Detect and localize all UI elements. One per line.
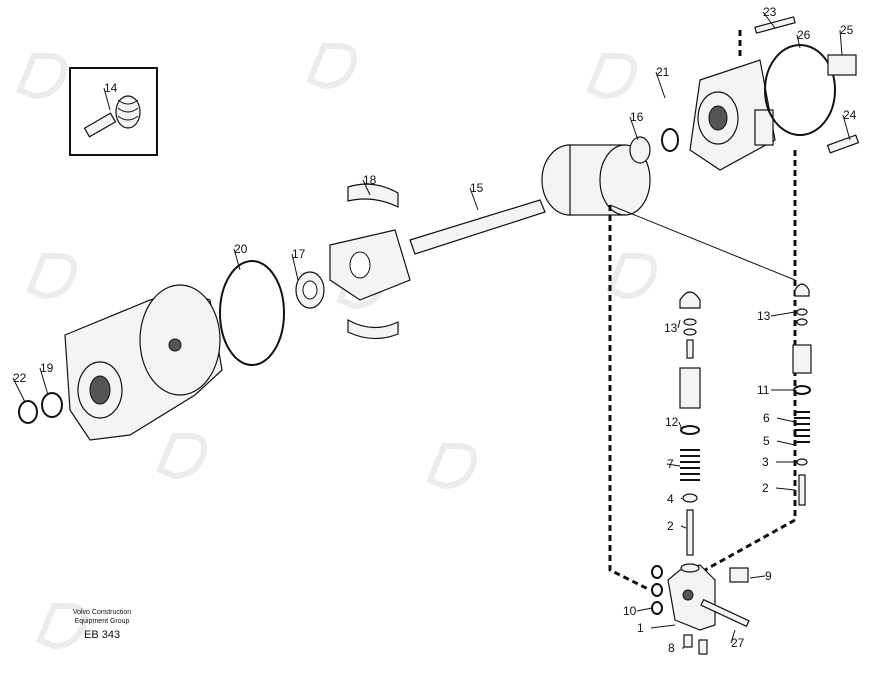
leader-line <box>680 497 683 500</box>
callout-24: 24 <box>843 108 857 122</box>
leader-line <box>291 253 299 281</box>
leader-line <box>677 319 681 329</box>
end-cover <box>689 59 776 171</box>
part-1-valve-block <box>651 563 750 655</box>
watermark-logo <box>26 253 78 300</box>
callout-8: 8 <box>668 641 675 655</box>
watermark-logo <box>16 53 68 100</box>
watermark-logo <box>306 43 358 90</box>
right-valve-stack <box>792 283 812 506</box>
caption-line2: Equipment Group <box>74 618 130 625</box>
leader-line <box>775 487 796 491</box>
part-25-plug <box>827 54 857 76</box>
leader-line <box>680 525 687 529</box>
callout-12: 12 <box>665 415 679 429</box>
callout-19: 19 <box>40 361 54 375</box>
leader-line <box>655 71 666 99</box>
part-15-shaft <box>409 199 546 255</box>
leader-line <box>776 417 796 423</box>
leader-line <box>39 367 49 396</box>
leader-line <box>749 575 766 579</box>
callout-6: 6 <box>763 411 770 425</box>
caption-line1: Volvo Construction <box>72 609 132 616</box>
leader-line <box>796 34 801 49</box>
callout-27: 27 <box>731 636 745 650</box>
callout-7: 7 <box>667 457 674 471</box>
callout-26: 26 <box>797 28 811 42</box>
watermark-logo <box>156 433 208 480</box>
leader-line <box>469 187 479 211</box>
callout-13: 13 <box>757 309 771 323</box>
leader-line <box>233 248 241 271</box>
leader-line <box>678 421 683 431</box>
part-18-bracket <box>329 183 411 340</box>
leader-line <box>12 377 26 403</box>
caption: Volvo Construction Equipment Group <box>62 608 142 626</box>
part-17-bearing <box>295 271 325 309</box>
leader-line <box>839 29 843 56</box>
callout-4: 4 <box>667 492 674 506</box>
callout-17: 17 <box>292 247 306 261</box>
leader-line <box>666 463 681 467</box>
callout-13: 13 <box>664 321 678 335</box>
callout-5: 5 <box>763 434 770 448</box>
leader-line <box>362 179 371 196</box>
callout-25: 25 <box>840 23 854 37</box>
left-seals <box>18 392 63 424</box>
watermark-logo <box>36 603 88 650</box>
part-26-oring <box>764 44 836 136</box>
callout-2: 2 <box>667 519 674 533</box>
callout-21: 21 <box>656 65 670 79</box>
drawing-code: EB 343 <box>84 629 121 641</box>
leader-line <box>842 114 851 141</box>
inset-box <box>69 67 158 156</box>
callout-1: 1 <box>637 621 644 635</box>
watermark-logo <box>606 253 658 300</box>
callout-15: 15 <box>470 181 484 195</box>
part-24-screw <box>826 134 860 154</box>
left-valve-stack <box>679 291 701 556</box>
leader-line <box>762 11 776 29</box>
part-14-valve <box>83 95 141 138</box>
callout-14: 14 <box>104 81 118 95</box>
assembly-line <box>609 204 796 281</box>
leader-line <box>730 629 736 644</box>
callout-22: 22 <box>13 371 27 385</box>
callout-3: 3 <box>762 455 769 469</box>
leader-line <box>770 311 796 317</box>
callout-2: 2 <box>762 481 769 495</box>
leader-line <box>776 440 796 446</box>
callout-18: 18 <box>363 173 377 187</box>
part-23-screw <box>754 16 796 34</box>
part-16-bearing <box>629 128 679 164</box>
callout-11: 11 <box>757 383 770 397</box>
callout-16: 16 <box>630 110 644 124</box>
leader-line <box>629 116 639 141</box>
leader-line <box>636 607 653 612</box>
callout-20: 20 <box>234 242 248 256</box>
part-20-oring <box>219 260 285 366</box>
callout-9: 9 <box>765 569 772 583</box>
leader-line <box>650 624 676 629</box>
watermark-logo <box>426 443 478 490</box>
leader-line <box>103 87 111 111</box>
callout-23: 23 <box>763 5 777 19</box>
callout-10: 10 <box>623 604 637 618</box>
assembly-links <box>608 30 797 592</box>
pump-housing <box>64 284 223 441</box>
watermark-logo <box>586 53 638 100</box>
